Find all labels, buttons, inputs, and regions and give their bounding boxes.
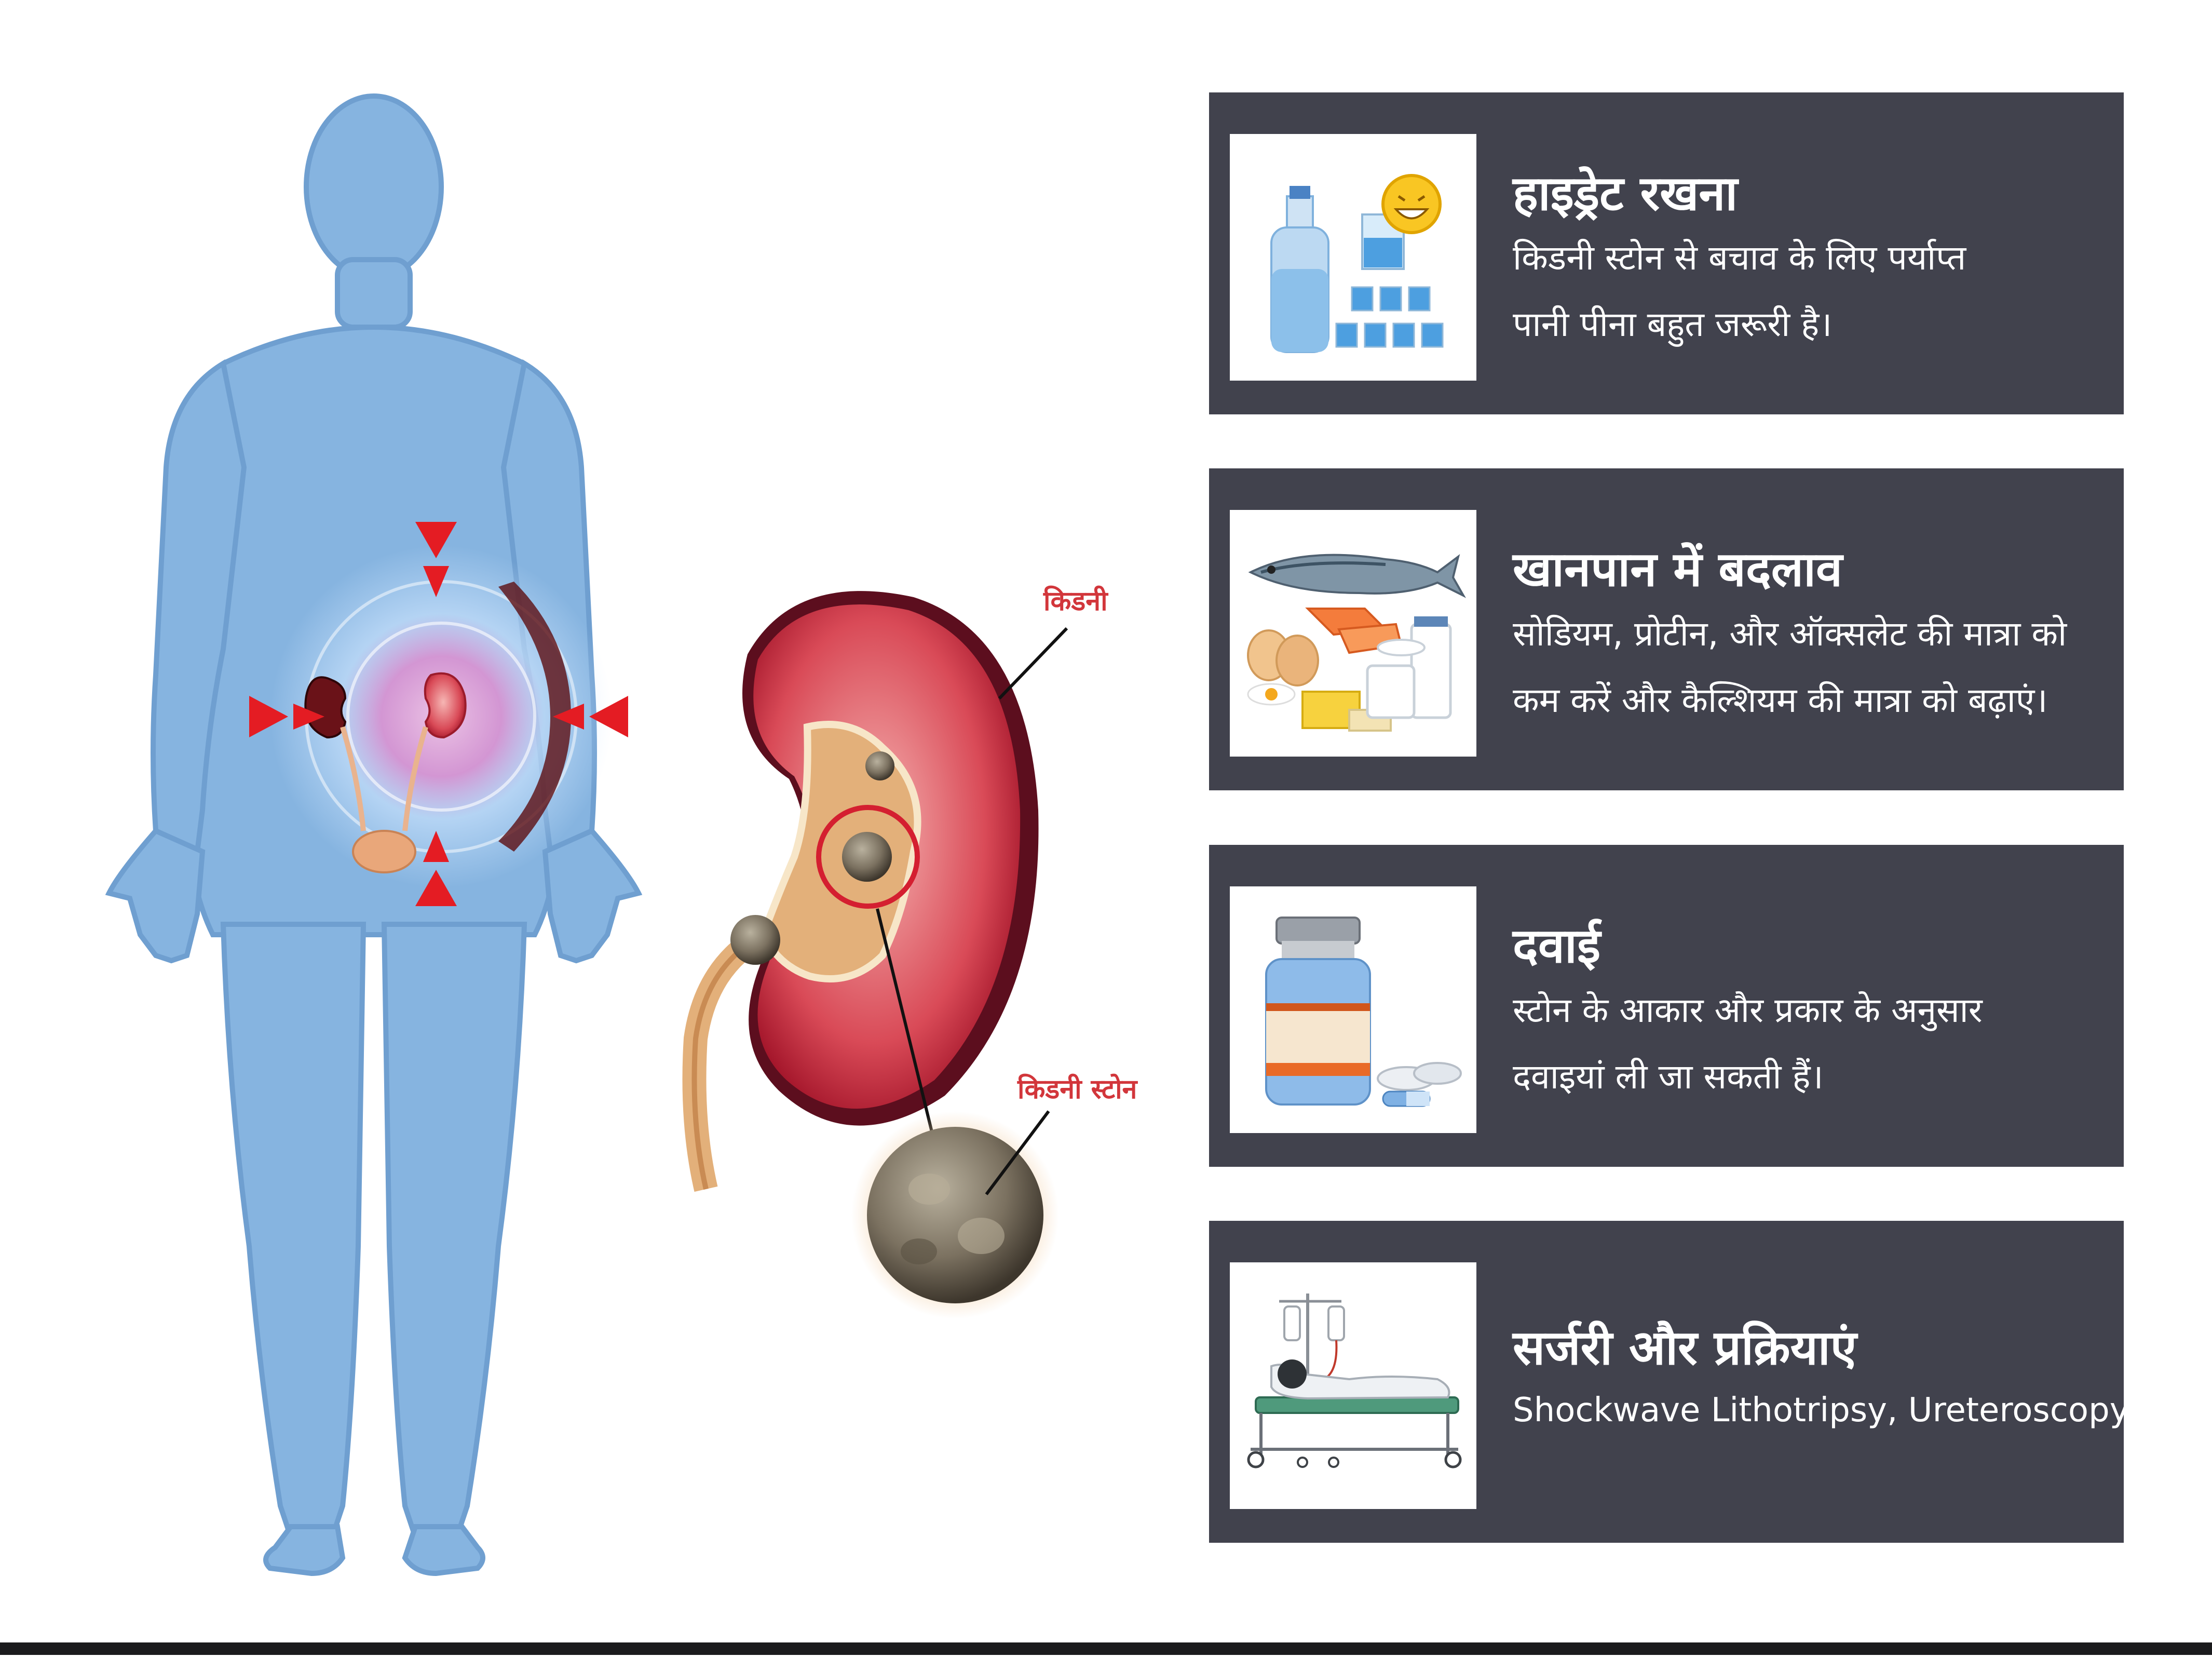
card-medicine: दवाई स्टोन के आकार और प्रकार के अनुसार द… — [1209, 845, 2124, 1167]
hospital-bed-icon — [1230, 1262, 1476, 1509]
card-diet-text: खानपान में बदलाव सोडियम, प्रोटीन, और ऑक्… — [1513, 538, 2113, 734]
kidney-illustration: किडनी किडनी स्टोन — [105, 93, 1137, 1577]
card-diet: खानपान में बदलाव सोडियम, प्रोटीन, और ऑक्… — [1209, 468, 2124, 790]
food-icon — [1230, 510, 1476, 757]
card-surgery-text: सर्जरी और प्रक्रियाएं Shockwave Lithotri… — [1513, 1317, 2129, 1442]
card-medicine-text: दवाई स्टोन के आकार और प्रकार के अनुसार द… — [1513, 915, 2113, 1110]
card-hydration: हाइड्रेट रखना किडनी स्टोन से बचाव के लिए… — [1209, 92, 2124, 414]
card-line-2: पानी पीना बहुत जरूरी है। — [1513, 304, 1833, 344]
kidney-cross-section — [682, 591, 1068, 1319]
bottom-bar — [0, 1642, 2212, 1655]
card-title: हाइड्रेट रखना — [1513, 166, 1738, 221]
card-title: दवाई — [1513, 918, 1601, 974]
medicine-icon — [1230, 886, 1476, 1133]
card-line-1: सोडियम, प्रोटीन, और ऑक्सलेट की मात्रा को — [1513, 614, 2067, 654]
kidney-stone-label: किडनी स्टोन — [1017, 1074, 1137, 1105]
water-glasses-icon — [1230, 134, 1476, 381]
card-surgery: सर्जरी और प्रक्रियाएं Shockwave Lithotri… — [1209, 1221, 2129, 1543]
card-line-2: कम करें और कैल्शियम की मात्रा को बढ़ाएं। — [1513, 680, 2048, 720]
card-title: सर्जरी और प्रक्रियाएं — [1513, 1320, 1857, 1376]
pain-arrows — [249, 522, 628, 906]
card-line-2: दवाइयां ली जा सकती हैं। — [1513, 1057, 1824, 1097]
anatomy-drawing — [105, 93, 1068, 1577]
card-line-1: स्टोन के आकार और प्रकार के अनुसार — [1513, 990, 1983, 1030]
card-line-1: Shockwave Lithotripsy, Ureteroscopy — [1513, 1391, 2129, 1430]
card-title: खानपान में बदलाव — [1513, 542, 1843, 597]
kidney-label: किडनी — [1043, 586, 1108, 617]
card-hydration-text: हाइड्रेट रखना किडनी स्टोन से बचाव के लिए… — [1513, 163, 2113, 358]
card-line-1: किडनी स्टोन से बचाव के लिए पर्याप्त — [1513, 238, 1966, 278]
